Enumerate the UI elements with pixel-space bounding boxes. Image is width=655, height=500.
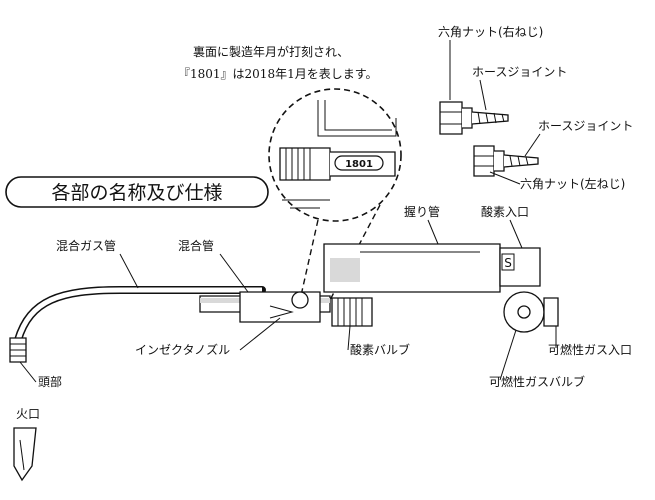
label-oxygen-inlet: 酸素入口 — [481, 204, 529, 219]
title-frame — [5, 176, 269, 208]
torch-body: S — [9, 243, 559, 363]
oxygen-mark: S — [504, 256, 512, 270]
label-fuel-gas-valve: 可燃性ガスバルブ — [489, 374, 585, 389]
label-hex-nut-left: 六角ナット(左ねじ) — [520, 176, 625, 191]
label-grip-pipe: 握り管 — [404, 204, 440, 219]
label-oxygen-valve: 酸素バルブ — [350, 342, 410, 357]
magnifier-detail: 1801 — [268, 88, 402, 222]
label-mixed-gas-pipe: 混合ガス管 — [56, 238, 116, 253]
hex-nut-right-thread — [439, 101, 509, 135]
stamp-plate — [334, 155, 384, 171]
section-title: 各部の名称及び仕様 — [51, 182, 222, 204]
label-hex-nut-right: 六角ナット(右ねじ) — [438, 24, 543, 39]
label-head: 頭部 — [38, 374, 62, 389]
label-hose-joint-1: ホースジョイント — [472, 65, 567, 79]
label-injector-nozzle: インゼクタノズル — [135, 342, 230, 357]
hex-nut-left-thread — [473, 145, 539, 177]
label-mixing-pipe: 混合管 — [178, 238, 214, 253]
stamp-code: 1801 — [345, 159, 373, 170]
engraving-note-line1: 裏面に製造年月が打刻され、 — [193, 44, 349, 59]
engraving-note-line2: 『1801』は2018年1月を表します。 — [178, 67, 378, 81]
tip-drawing — [13, 427, 37, 482]
label-fuel-gas-inlet: 可燃性ガス入口 — [548, 342, 632, 357]
label-hose-joint-2: ホースジョイント — [538, 119, 633, 133]
label-tip: 火口 — [16, 407, 40, 421]
